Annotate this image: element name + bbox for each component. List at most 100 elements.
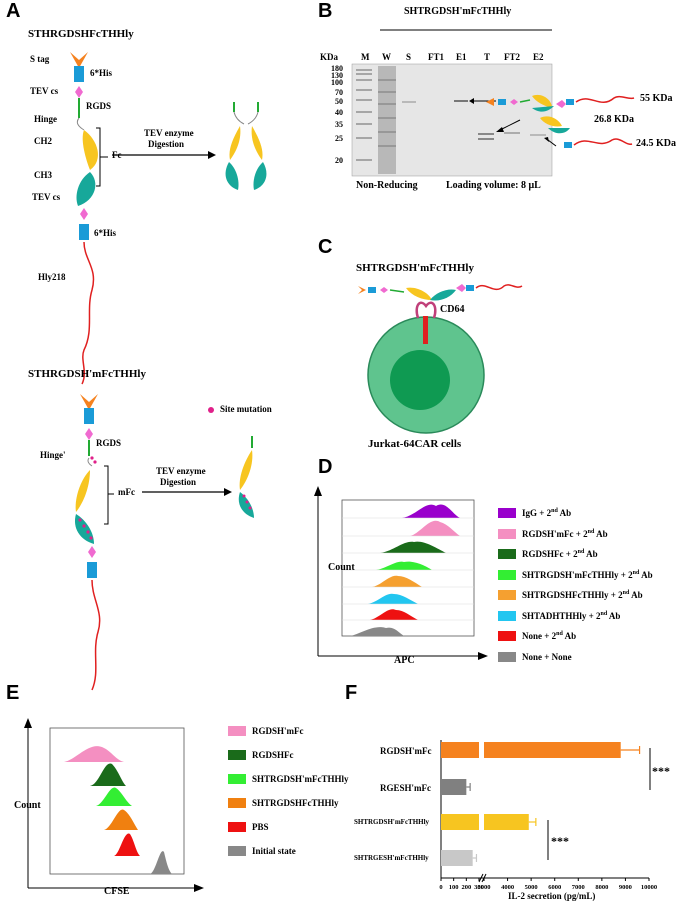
tev-site-bottom — [80, 208, 88, 220]
panel-d-legend-swatch — [498, 610, 516, 621]
panel-f-label: F — [345, 682, 358, 704]
tev-bottom-label: TEV cs — [32, 192, 61, 202]
panel-e-legend-swatch — [228, 774, 246, 784]
panel-e-legend-label: Initial state — [252, 846, 296, 856]
panel-d-legend-item: SHTRGDSHFcTHHly + 2nd Ab — [498, 590, 643, 600]
marker-100: 100 — [331, 78, 343, 87]
panel-e-label: E — [6, 682, 20, 704]
chart-f-bar-break — [479, 813, 484, 831]
panel-d-legend-item: SHTADHTHHly + 2nd Ab — [498, 610, 621, 621]
panel-d-legend-swatch — [498, 528, 516, 539]
marker-70: 70 — [335, 88, 343, 97]
gel-title: SHTRGDSH'mFcTHHly — [404, 6, 512, 17]
his-bottom-label: 6*His — [94, 228, 117, 238]
panel-d-legend-label: SHTRGDSHFcTHHly + 2nd Ab — [522, 590, 643, 600]
cd64-receptor — [423, 316, 428, 344]
panel-d-legend-label: RGDSHFc + 2nd Ab — [522, 549, 598, 559]
lane-ft1: FT1 — [428, 52, 445, 62]
panel-d-xlabel: APC — [394, 655, 415, 666]
panel-d-legend-item: RGDSHFc + 2nd Ab — [498, 549, 598, 559]
marker-40: 40 — [335, 108, 343, 117]
panel-e-legend-label: SHTRGDSH'mFcTHHly — [252, 774, 349, 784]
chart-f-bar-break — [479, 741, 484, 759]
panel-e-legend-swatch — [228, 798, 246, 808]
tev-site-top — [75, 86, 83, 98]
chart-f-xlabel: IL-2 secretion (pg/mL) — [508, 891, 596, 901]
chart-f-bar — [441, 850, 473, 866]
hly-label: Hly218 — [38, 272, 66, 282]
construct2-title: STHRGDSH'mFcTHHly — [28, 368, 146, 380]
panel-d-legend-label: SHTRGDSH'mFcTHHly + 2nd Ab — [522, 569, 653, 580]
panel-d-legend-swatch — [498, 549, 516, 559]
panel-e-legend-swatch — [228, 750, 246, 760]
lane-e1: E1 — [456, 52, 467, 62]
construct1-title: STHRGDSHFcTHHly — [28, 28, 134, 40]
panel-d-legend-label: None + None — [522, 651, 572, 662]
chart-f-xtick-label: 300 — [474, 884, 484, 891]
panel-e-legend-item: SHTRGDSHFcTHHly — [228, 798, 339, 808]
chart-f-sig-0: *** — [652, 764, 670, 778]
panel-e-ylabel: Count — [14, 800, 41, 811]
his-tag-bottom — [79, 224, 89, 240]
cd64-label: CD64 — [440, 304, 465, 315]
marker-35: 35 — [335, 120, 343, 129]
chart-f-xtick-label: 0 — [439, 884, 442, 891]
chart-f-bar — [441, 742, 621, 758]
panel-d-label: D — [318, 456, 333, 478]
s-tag-icon — [70, 52, 88, 68]
flow-overlays — [350, 504, 460, 636]
chart-f-xtick-label: 6000 — [548, 884, 561, 891]
lane-e2: E2 — [533, 52, 544, 62]
chart-f-category-1: RGESH'mFc — [380, 783, 431, 793]
chart-f-xtick-label: 100 — [449, 884, 459, 891]
chart-f-xtick-label: 7000 — [572, 884, 585, 891]
ch2-domain — [82, 130, 98, 170]
chart-f-xtick-label: 200 — [461, 884, 471, 891]
site-mutation-label: Site mutation — [220, 404, 272, 414]
panel-e-legend-swatch — [228, 846, 246, 856]
gel-footer-left: Non-Reducing — [356, 180, 418, 191]
panel-e-legend-item: RGDSH'mFc — [228, 726, 304, 736]
chart-f-category-0: RGDSH'mFc — [380, 746, 432, 756]
chart-f-category-3: SHTRGESH'mFcTHHly — [354, 854, 429, 862]
panel-d-legend-swatch — [498, 508, 516, 518]
panel-b-label: B — [318, 0, 333, 22]
his-tag-top — [74, 66, 84, 82]
kda-label: KDa — [320, 52, 338, 62]
panel-d-legend-swatch — [498, 590, 516, 600]
panel-d-legend-item: IgG + 2nd Ab — [498, 508, 571, 518]
chart-f-bar — [441, 814, 529, 830]
panel-d-legend-label: IgG + 2nd Ab — [522, 508, 572, 518]
arrow2-label-2: Digestion — [160, 477, 196, 487]
lane-ft2: FT2 — [504, 52, 521, 62]
ch2-label: CH2 — [34, 136, 52, 146]
panel-d-legend-item: RGDSH'mFc + 2nd Ab — [498, 528, 608, 539]
panel-d-legend-item: None + 2nd Ab — [498, 631, 576, 641]
ch3-domain — [76, 172, 96, 206]
chart-f-category-2: SHTRGDSH'mFcTHHly — [354, 818, 430, 826]
s-tag-label: S tag — [30, 54, 50, 64]
band-55kda: 55 KDa — [640, 93, 673, 104]
panel-d-legend-label: SHTADHTHHly + 2nd Ab — [522, 610, 621, 621]
panel-d-legend-item: SHTRGDSH'mFcTHHly + 2nd Ab — [498, 569, 653, 580]
hinge2-label: Hinge' — [40, 450, 66, 460]
panel-d-legend-label: RGDSH'mFc + 2nd Ab — [522, 528, 608, 539]
panel-e-xlabel: CFSE — [104, 886, 130, 897]
panel-d-legend-swatch — [498, 651, 516, 662]
chart-f-xtick-label: 10000 — [641, 884, 657, 891]
cell-nucleus — [390, 350, 450, 410]
lane-w: W — [382, 52, 391, 62]
his-top-label: 6*His — [90, 68, 113, 78]
panel-e-legend-swatch — [228, 726, 246, 736]
marker-50: 50 — [335, 97, 343, 106]
arrow2-label-1: TEV enzyme — [156, 466, 206, 476]
band-24-5kda: 24.5 KDa — [636, 138, 676, 149]
arrow-label-2: Digestion — [148, 139, 184, 149]
panel-d-legend-item: None + None — [498, 651, 572, 662]
panel-d-legend-swatch — [498, 569, 516, 580]
marker-25: 25 — [335, 134, 343, 143]
